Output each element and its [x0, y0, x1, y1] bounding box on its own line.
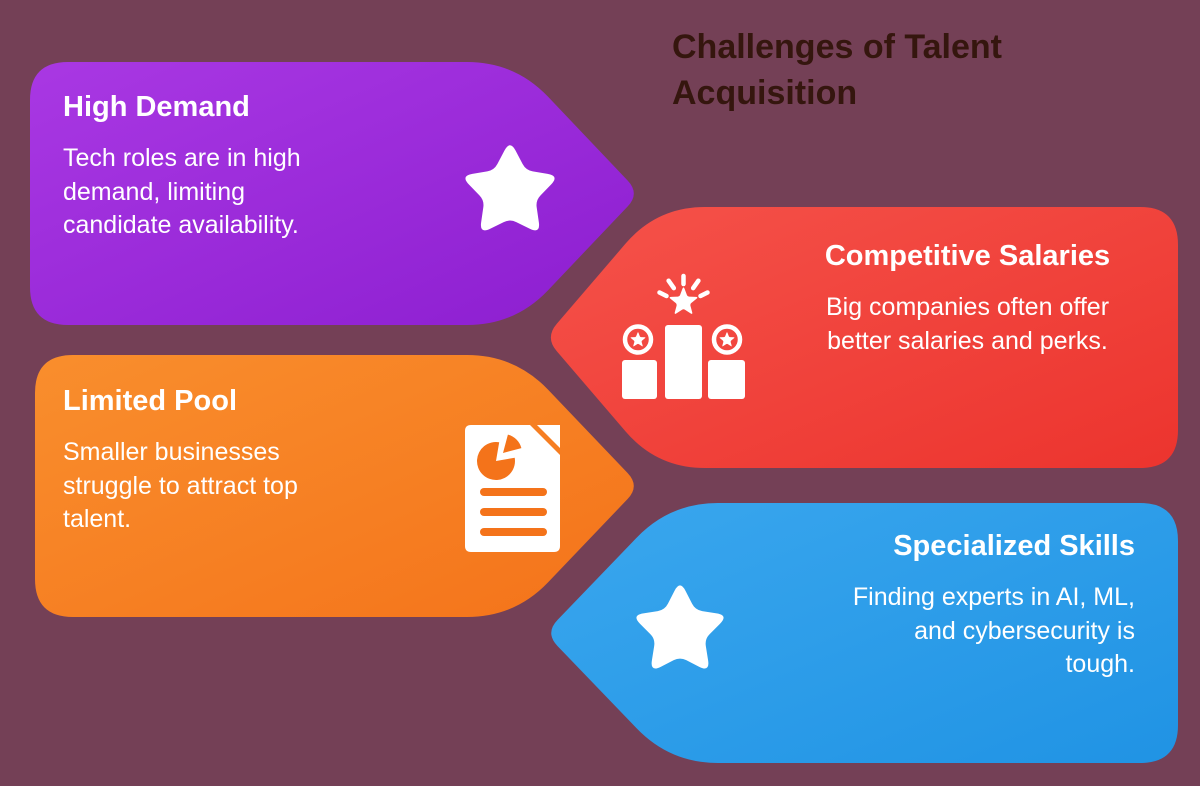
banner-title: Specialized Skills: [893, 530, 1135, 562]
arrow-left-shape: [550, 207, 1178, 468]
banner-title: High Demand: [63, 91, 250, 123]
star-icon: [636, 585, 724, 669]
banner-body: Finding experts in AI, ML,and cybersecur…: [852, 583, 1135, 678]
report-icon: [465, 425, 560, 552]
banner-title: Limited Pool: [63, 385, 237, 417]
folded-corner: [537, 425, 560, 448]
arrow-left-shape: [551, 503, 1178, 763]
banner-title: Competitive Salaries: [824, 240, 1111, 272]
page-title: Challenges of Talent Acquisition: [672, 28, 1002, 112]
banner-competitive-salaries: Competitive Salaries Big companies often…: [545, 207, 1178, 468]
document-lines: [480, 488, 547, 536]
banner-specialized-skills: Specialized Skills Finding experts in AI…: [545, 503, 1178, 763]
arrow-right-shape: [30, 62, 634, 325]
podium-rays: [657, 273, 710, 299]
podium-icon: [622, 273, 745, 399]
pie-chart-glyph: [476, 442, 515, 481]
star-icon: [465, 145, 555, 231]
